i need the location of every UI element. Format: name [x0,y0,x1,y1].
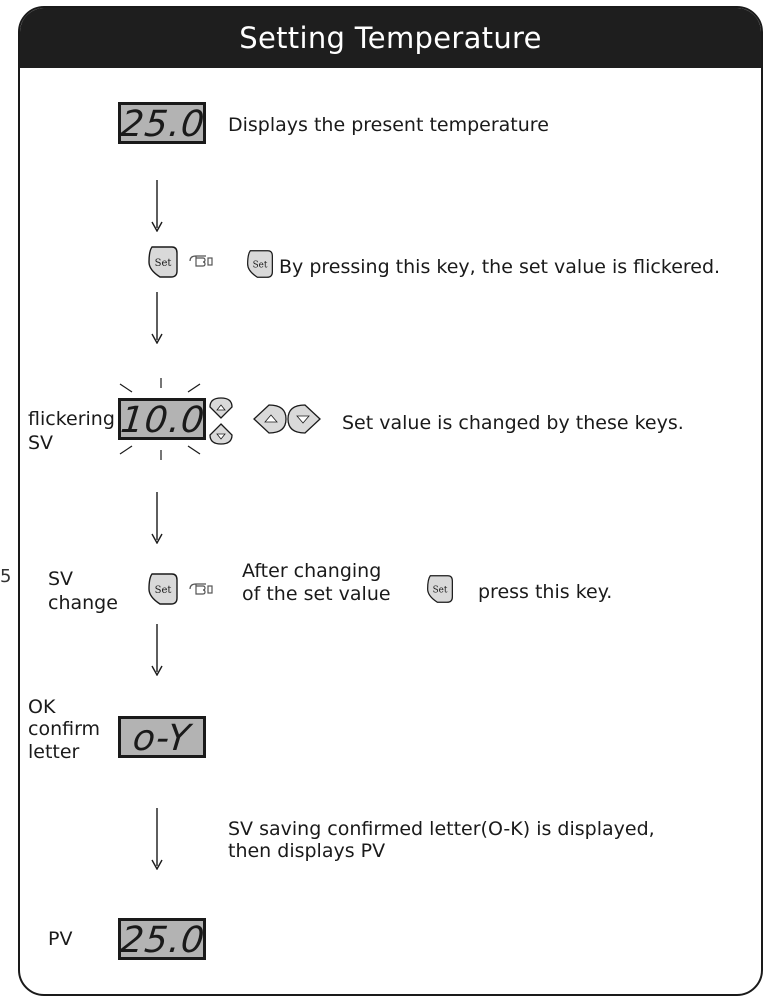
ok-label-line2: confirm [28,718,101,740]
flicker-rays-icon [106,376,216,466]
flickering-label-line1: flickering [28,408,115,430]
svg-text:Set: Set [433,586,448,596]
svg-text:Set: Set [155,585,172,596]
down-key-inline-icon [286,402,322,440]
ok-confirm-display: o-Y [118,716,206,759]
pv-value: 25.0 [118,920,208,961]
set-key-icon[interactable]: Set [146,244,180,284]
flow-arrow-2 [148,292,166,344]
sv-saving-line2: then displays PV [228,840,386,862]
flow-arrow-5 [148,808,166,870]
ok-label-line1: OK [28,696,56,718]
page-margin-number: 5 [0,566,12,587]
down-key-icon[interactable] [208,422,234,450]
present-temp-display: 25.0 [118,102,208,145]
ok-confirm-value: o-Y [130,718,193,759]
set-key-description: By pressing this key, the set value is f… [279,256,721,278]
pointing-hand-icon [188,252,214,274]
set-key-inline-icon: Set [245,248,275,284]
up-key-inline-icon [252,402,288,440]
pv-label: PV [48,928,73,950]
sv-change-label-line2: change [48,592,118,614]
after-changing-line2: of the set value [242,583,391,605]
flow-arrow-3 [148,492,166,544]
flickering-sv-value: 10.0 [118,400,208,441]
pointing-hand-icon-2 [188,580,214,602]
set-key-confirm-icon[interactable]: Set [146,571,180,611]
press-this-key-text: press this key. [478,581,613,603]
set-key-label: Set [155,258,172,269]
flickering-sv-display: 10.0 [118,398,208,441]
change-keys-description: Set value is changed by these keys. [342,412,684,434]
flow-arrow-4 [148,624,166,676]
sv-change-label-line1: SV [48,568,74,590]
pv-display: 25.0 [118,918,208,961]
present-temp-description: Displays the present temperature [228,114,549,136]
ok-label-line3: letter [28,741,80,763]
up-key-icon[interactable] [208,396,234,424]
svg-text:Set: Set [253,261,268,271]
setting-temperature-panel: Setting Temperature 25.0 Displays the pr… [18,6,763,996]
present-temp-value: 25.0 [118,104,208,145]
flickering-label-line2: SV [28,432,54,454]
after-changing-line1: After changing [242,560,382,582]
sv-saving-line1: SV saving confirmed letter(O-K) is displ… [228,818,655,840]
panel-title: Setting Temperature [20,8,761,68]
flow-arrow-1 [148,180,166,232]
set-key-inline-icon-2: Set [425,573,455,609]
